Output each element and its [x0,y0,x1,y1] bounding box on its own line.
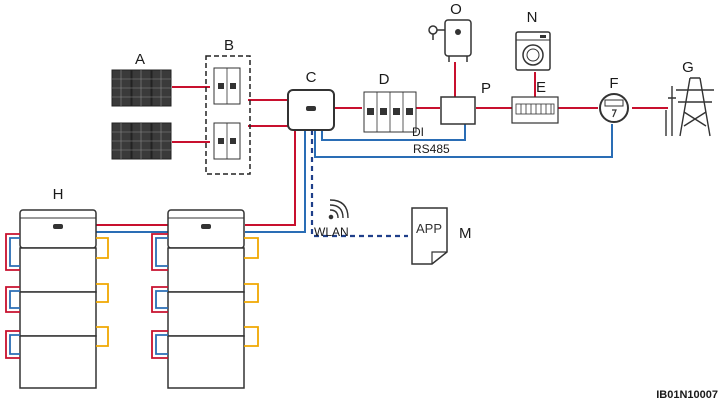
breaker-icon [363,91,417,133]
washing-machine-icon [515,31,551,71]
controller-label: P [481,80,491,97]
battery-stack-2 [151,209,259,389]
wifi-icon [328,199,349,220]
inverter-label: C [306,69,317,86]
signal-lines [95,124,613,233]
inverter-icon [287,89,335,131]
washer-label: N [527,9,538,26]
power-lines [95,62,668,226]
battery-stack-1 [5,209,109,389]
meter-label: F [609,75,618,92]
app-label: M [459,225,472,242]
grid-label: G [682,59,694,76]
pv-panel-icon [111,69,172,160]
distribution-label: E [536,79,546,96]
app-text: APP [416,221,442,236]
switch-box-label: B [224,37,234,54]
battery-label: H [53,186,64,203]
app-icon [411,207,448,265]
rs485-label: RS485 [413,142,450,156]
switch-box-icon [205,55,251,175]
distribution-box-icon [511,96,559,124]
breaker-label: D [379,71,390,88]
wlan-link [310,130,408,238]
di-label: DI [412,125,424,139]
meter-icon [599,93,629,123]
wlan-label: WLAN [314,225,349,239]
figure-id: IB01N10007 [656,389,718,401]
controller-icon [440,96,476,125]
pv-label: A [135,51,145,68]
water-heater-icon [428,19,472,62]
grid-tower-icon [665,77,714,137]
heater-label: O [450,1,462,18]
